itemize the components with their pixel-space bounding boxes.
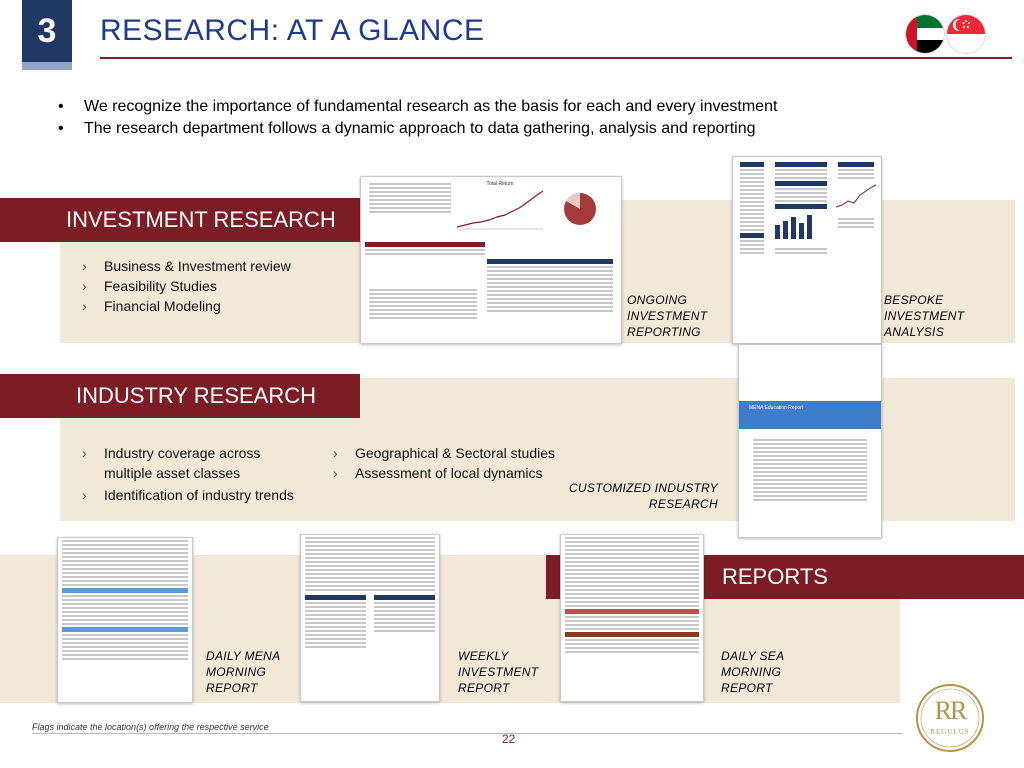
performance-chart-icon bbox=[456, 190, 544, 230]
page-title: RESEARCH: AT A GLANCE bbox=[100, 14, 485, 47]
slide-number: 3 bbox=[22, 0, 72, 62]
caption-line: MORNING bbox=[206, 665, 267, 679]
caption-line: MORNING bbox=[721, 665, 782, 679]
industry-research-list-right: Geographical & Sectoral studies Assessme… bbox=[333, 443, 555, 483]
mena-education-report-thumbnail: MENA Education Report bbox=[738, 344, 882, 538]
fund-sheet-title: Total Return bbox=[486, 181, 514, 187]
weekly-investment-caption: WEEKLY INVESTMENT REPORT bbox=[458, 648, 538, 696]
caption-line: INVESTMENT bbox=[627, 309, 708, 323]
investment-research-header: INVESTMENT RESEARCH bbox=[0, 198, 360, 242]
investment-item-2: Feasibility Studies bbox=[82, 276, 291, 296]
caption-line: REPORT bbox=[206, 681, 258, 695]
investment-item-1: Business & Investment review bbox=[82, 256, 291, 276]
regulus-logo: RR REGULUS bbox=[914, 682, 986, 754]
investment-research-title: INVESTMENT RESEARCH bbox=[66, 207, 336, 232]
asset-allocation-pie-icon bbox=[564, 192, 596, 225]
industry-item-2: Identification of industry trends bbox=[82, 485, 302, 505]
caption-line: CUSTOMIZED INDUSTRY bbox=[568, 481, 718, 495]
customized-industry-caption: CUSTOMIZED INDUSTRY RESEARCH bbox=[560, 480, 718, 512]
daily-mena-report-thumbnail bbox=[57, 537, 193, 703]
industry-research-title: INDUSTRY RESEARCH bbox=[76, 383, 317, 408]
caption-line: REPORT bbox=[721, 681, 773, 695]
bespoke-investment-caption: BESPOKE INVESTMENT ANALYSIS bbox=[884, 292, 964, 340]
caption-line: BESPOKE bbox=[884, 293, 944, 307]
investment-research-list: Business & Investment review Feasibility… bbox=[82, 256, 291, 316]
regulus-wordmark: REGULUS bbox=[930, 728, 970, 736]
weekly-investment-report-thumbnail bbox=[300, 534, 440, 702]
slide-number-strip bbox=[22, 62, 72, 70]
singapore-flag-icon bbox=[946, 14, 986, 54]
investment-item-3: Financial Modeling bbox=[82, 296, 291, 316]
caption-line: WEEKLY bbox=[458, 649, 509, 663]
caption-line: REPORTING bbox=[627, 325, 701, 339]
industry-item-4: Assessment of local dynamics bbox=[333, 463, 555, 483]
caption-line: DAILY SEA bbox=[721, 649, 785, 663]
footer-divider bbox=[32, 733, 902, 734]
line-chart-icon bbox=[835, 184, 877, 208]
caption-line: ANALYSIS bbox=[884, 325, 944, 339]
industry-item-1: Industry coverage across multiple asset … bbox=[82, 443, 302, 483]
page-number: 22 bbox=[502, 732, 516, 746]
flags-footnote: Flags indicate the location(s) offering … bbox=[32, 722, 269, 732]
daily-sea-report-thumbnail bbox=[560, 534, 704, 702]
bar-chart-icon bbox=[775, 215, 812, 239]
caption-line: INVESTMENT bbox=[458, 665, 539, 679]
caption-line: REPORT bbox=[458, 681, 510, 695]
industry-item-3: Geographical & Sectoral studies bbox=[333, 443, 555, 463]
fund-factsheet-thumbnail: Total Return bbox=[360, 176, 622, 344]
intro-bullet-2: The research department follows a dynami… bbox=[58, 118, 777, 140]
bespoke-analysis-thumbnail bbox=[732, 156, 882, 344]
caption-line: DAILY MENA bbox=[206, 649, 281, 663]
caption-line: ONGOING bbox=[627, 293, 688, 307]
title-divider bbox=[100, 57, 1012, 59]
intro-bullet-1: We recognize the importance of fundament… bbox=[58, 96, 777, 118]
reports-title: REPORTS bbox=[722, 564, 828, 589]
industry-research-list-left: Industry coverage across multiple asset … bbox=[82, 443, 302, 505]
regulus-monogram: RR bbox=[934, 696, 968, 725]
caption-line: INVESTMENT bbox=[884, 309, 965, 323]
daily-mena-caption: DAILY MENA MORNING REPORT bbox=[206, 648, 280, 696]
uae-flag-icon bbox=[905, 14, 945, 54]
daily-sea-caption: DAILY SEA MORNING REPORT bbox=[721, 648, 784, 696]
ongoing-investment-caption: ONGOING INVESTMENT REPORTING bbox=[627, 292, 707, 340]
caption-line: RESEARCH bbox=[648, 497, 718, 511]
mena-report-title: MENA Education Report bbox=[739, 401, 881, 429]
industry-research-header: INDUSTRY RESEARCH bbox=[0, 374, 360, 418]
regulus-seal-icon bbox=[916, 684, 984, 752]
intro-bullets: We recognize the importance of fundament… bbox=[58, 96, 777, 140]
